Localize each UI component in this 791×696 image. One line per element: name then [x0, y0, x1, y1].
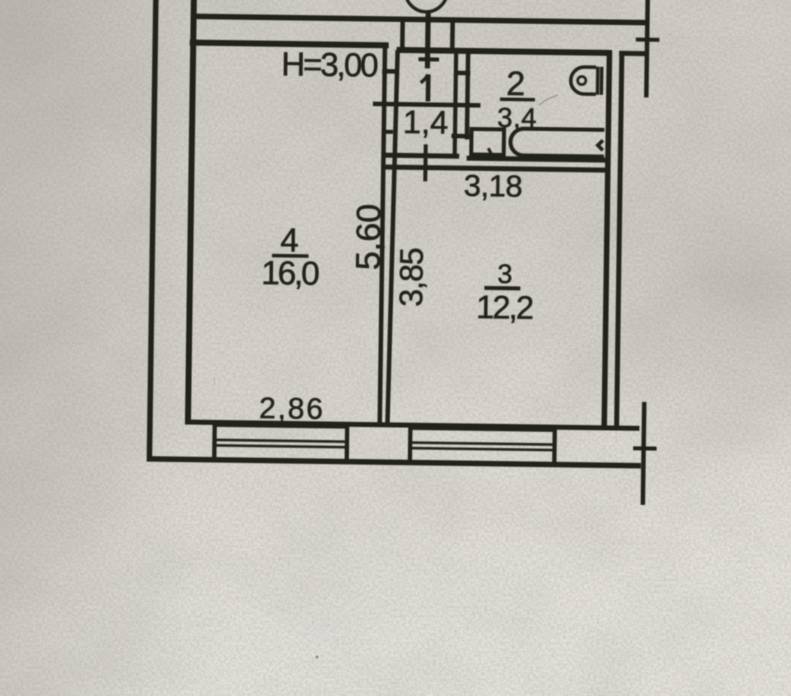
- svg-text:3: 3: [497, 259, 512, 289]
- svg-text:5,60: 5,60: [350, 204, 389, 271]
- svg-text:16,0: 16,0: [261, 255, 319, 293]
- svg-text:2,86: 2,86: [259, 392, 325, 426]
- svg-text:4: 4: [280, 222, 299, 259]
- svg-text:H=3,00: H=3,00: [281, 45, 378, 83]
- svg-text:1,4: 1,4: [403, 104, 449, 141]
- svg-text:3,4: 3,4: [497, 102, 537, 134]
- svg-text:12,2: 12,2: [476, 289, 533, 326]
- svg-text:2: 2: [506, 65, 525, 103]
- svg-text:3,18: 3,18: [464, 168, 523, 204]
- svg-text:3,85: 3,85: [393, 248, 430, 307]
